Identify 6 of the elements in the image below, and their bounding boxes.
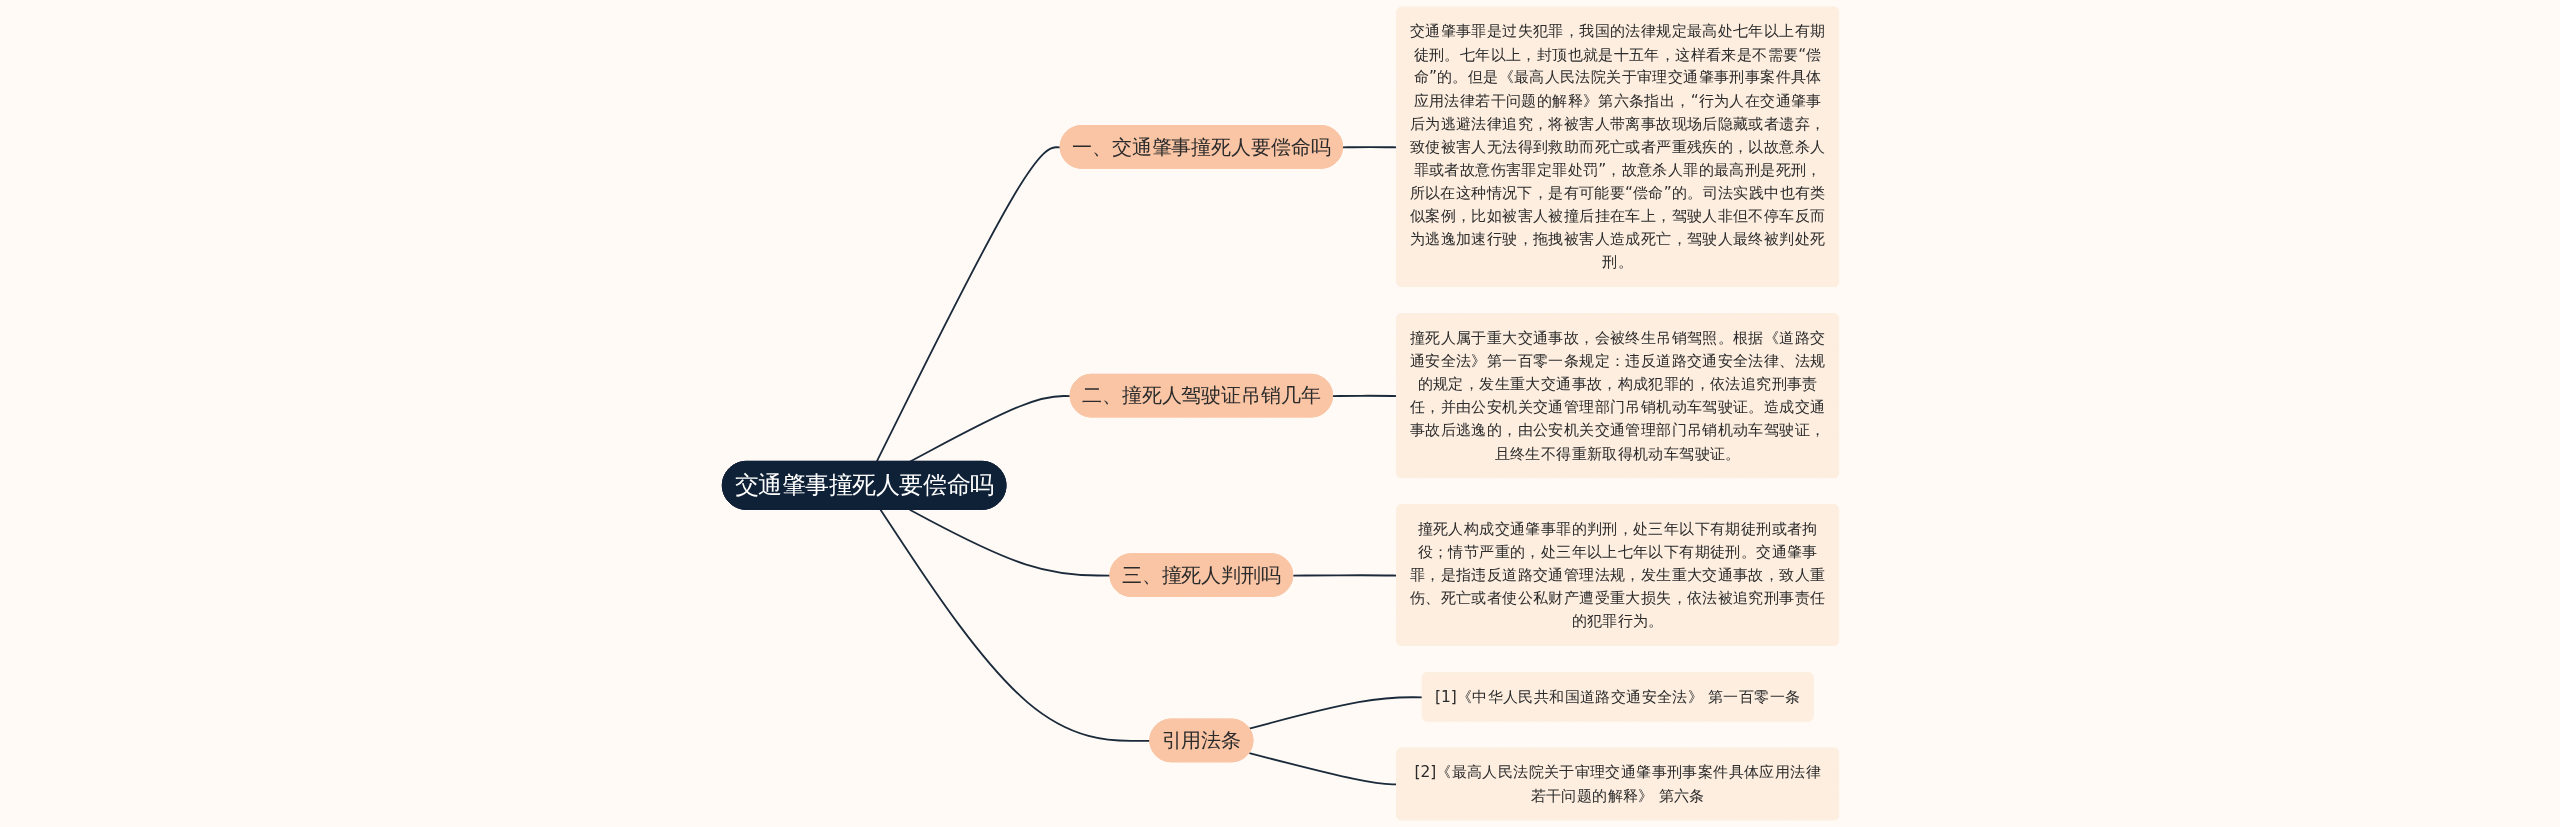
connector xyxy=(1291,574,1398,577)
connector xyxy=(1331,394,1398,397)
connector xyxy=(1341,146,1398,149)
connector xyxy=(879,508,1151,742)
connector xyxy=(908,508,1111,577)
connector xyxy=(1248,752,1398,786)
